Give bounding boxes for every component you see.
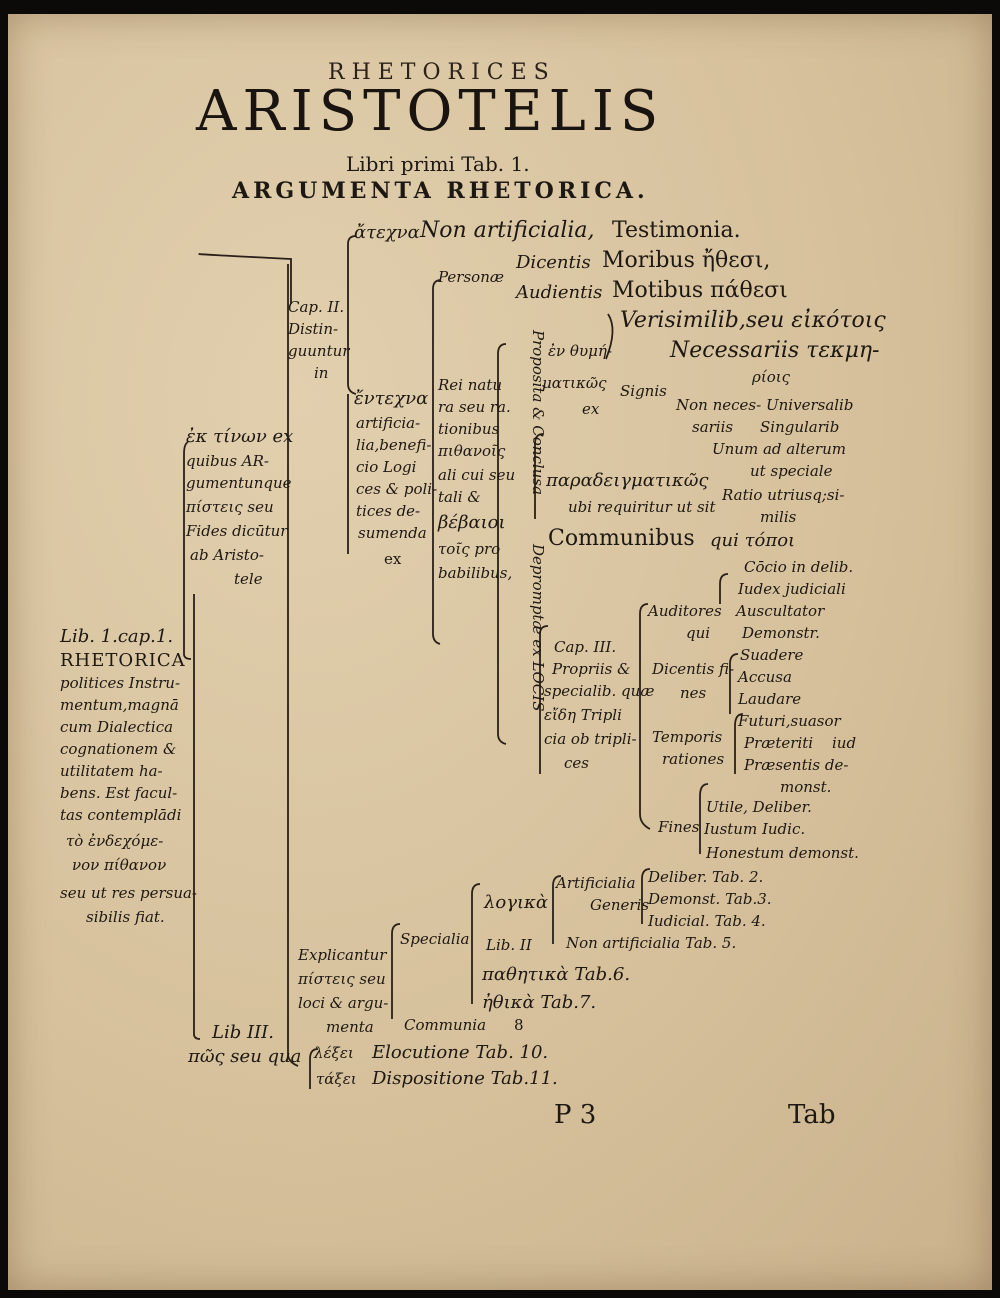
generis-label: Generis bbox=[590, 896, 650, 914]
ratio-label: Ratio utriusq;si- bbox=[722, 486, 845, 504]
non-necessariis-label: Non neces- bbox=[676, 396, 762, 414]
riois-label: ρίοις bbox=[752, 368, 791, 386]
unum-label: Unum ad alterum bbox=[712, 440, 846, 458]
brace-lines bbox=[183, 235, 744, 1089]
auscultator-label: Auscultator bbox=[736, 602, 825, 620]
lib-iii-label: Lib III. bbox=[212, 1022, 275, 1043]
utile-label: Utile, Deliber. bbox=[706, 798, 812, 816]
communibus-label: Communibus bbox=[548, 526, 695, 551]
accusa-label: Accusa bbox=[738, 668, 792, 686]
futuri-label: Futuri,suasor bbox=[738, 712, 841, 730]
atechna-label: ἄτεχνα bbox=[354, 222, 420, 243]
paradeigmatikos-label: παραδειγματικῶς bbox=[546, 470, 709, 491]
depromptae-vertical-label: Depromptæ ex LOCIS bbox=[529, 544, 547, 712]
singularib-label: Singularib bbox=[760, 418, 840, 436]
number-8: 8 bbox=[514, 1016, 524, 1034]
loci-label: loci & argu- bbox=[298, 994, 389, 1012]
proposita-vertical-label: Proposita & Conclusa bbox=[529, 330, 547, 495]
artificialia-label: Artificialia bbox=[556, 874, 636, 892]
concio-label: Cōcio in delib. bbox=[744, 558, 854, 576]
rhetorica-heading: RHETORICA bbox=[60, 650, 186, 671]
testimonia-label: Testimonia. bbox=[612, 218, 741, 243]
iud-label: iud bbox=[832, 734, 857, 752]
deliber-tab-label: Deliber. Tab. 2. bbox=[648, 868, 764, 886]
judicial-tab-label: Iudicial. Tab. 4. bbox=[648, 912, 766, 930]
menta-label: menta bbox=[326, 1018, 374, 1036]
temporis-label: Temporis bbox=[652, 728, 723, 746]
logika-label: λογικὰ bbox=[484, 892, 549, 913]
book-reference: Lib. 1.cap.1. bbox=[60, 626, 174, 647]
verisimil-label: Verisimilib,seu εἰκότοις bbox=[620, 308, 886, 333]
lexei-label: λέξει bbox=[314, 1044, 354, 1062]
pathetika-label: παθητικὰ Tab.6. bbox=[482, 964, 631, 985]
demonstr-label: Demonstr. bbox=[742, 624, 820, 642]
personae-label: Personæ bbox=[438, 268, 504, 286]
moribus-label: Moribus ἤθεσι, bbox=[602, 248, 771, 273]
non-artificialia-label: Non artificialia, bbox=[420, 218, 595, 243]
praeteriti-label: Præteriti bbox=[744, 734, 814, 752]
signature-mark: P 3 bbox=[554, 1100, 597, 1130]
ex-label: ex bbox=[582, 400, 600, 418]
lauda-label: Laudare bbox=[738, 690, 802, 708]
book-page: RHETORICES ARISTOTELIS Libri primi Tab. … bbox=[8, 14, 992, 1290]
signis-label: Signis bbox=[620, 382, 667, 400]
pisteis-seu-label: πίστεις seu bbox=[298, 970, 386, 988]
lib-ii-label: Lib. II bbox=[486, 936, 532, 954]
catchword: Tab bbox=[788, 1100, 836, 1130]
dispositione-label: Dispositione Tab.11. bbox=[372, 1068, 558, 1089]
ethika-label: ἠθικὰ Tab.7. bbox=[482, 992, 597, 1013]
justum-label: Iustum Iudic. bbox=[704, 820, 806, 838]
auditores-label: Auditores bbox=[648, 602, 722, 620]
matikos-label: ματικῶς bbox=[542, 374, 607, 392]
praesentis-label: Præsentis de- bbox=[744, 756, 849, 774]
main-title: ARISTOTELIS bbox=[196, 79, 665, 144]
taxei-label: τάξει bbox=[316, 1070, 357, 1088]
enthym-label: ἐν θυμή- bbox=[548, 342, 612, 360]
sariis-label: sariis bbox=[692, 418, 734, 436]
judex-label: Iudex judiciali bbox=[738, 580, 846, 598]
nes-label: nes bbox=[680, 684, 707, 702]
specialia-label: Specialia bbox=[400, 930, 470, 948]
motibus-label: Motibus πάθεσι bbox=[612, 278, 788, 303]
necessariis-label: Necessariis τεκμη- bbox=[670, 338, 880, 363]
universalib-label: Universalib bbox=[766, 396, 854, 414]
subtitle: Libri primi Tab. 1. bbox=[346, 152, 530, 176]
pos-seu-qua-label: πῶς seu qua bbox=[188, 1046, 302, 1067]
dicentis-label: Dicentis bbox=[516, 252, 591, 273]
milis-label: milis bbox=[760, 508, 797, 526]
auditores-qui-label: qui bbox=[686, 624, 711, 642]
honestum-label: Honestum demonst. bbox=[706, 844, 859, 862]
qui-topoi-label: qui τόποι bbox=[710, 530, 796, 551]
non-artificialia-tab-label: Non artificialia Tab. 5. bbox=[566, 934, 737, 952]
explicantur-label: Explicantur bbox=[298, 946, 387, 964]
audientis-label: Audientis bbox=[516, 282, 603, 303]
fines-label: Fines bbox=[658, 818, 700, 836]
demonst-tab-label: Demonst. Tab.3. bbox=[648, 890, 772, 908]
communia-label: Communia bbox=[404, 1016, 487, 1034]
suadere-label: Suadere bbox=[740, 646, 804, 664]
rationes-label: rationes bbox=[662, 750, 725, 768]
section-title: ARGUMENTA RHETORICA. bbox=[232, 178, 649, 204]
dicentis-fines-label: Dicentis fi- bbox=[652, 660, 735, 678]
elocutione-label: Elocutione Tab. 10. bbox=[372, 1042, 549, 1063]
running-title: RHETORICES bbox=[328, 60, 556, 85]
ut-speciale-label: ut speciale bbox=[750, 462, 833, 480]
ubi-requiritur-label: ubi requiritur ut sit bbox=[568, 498, 716, 516]
monst-label: monst. bbox=[780, 778, 832, 796]
